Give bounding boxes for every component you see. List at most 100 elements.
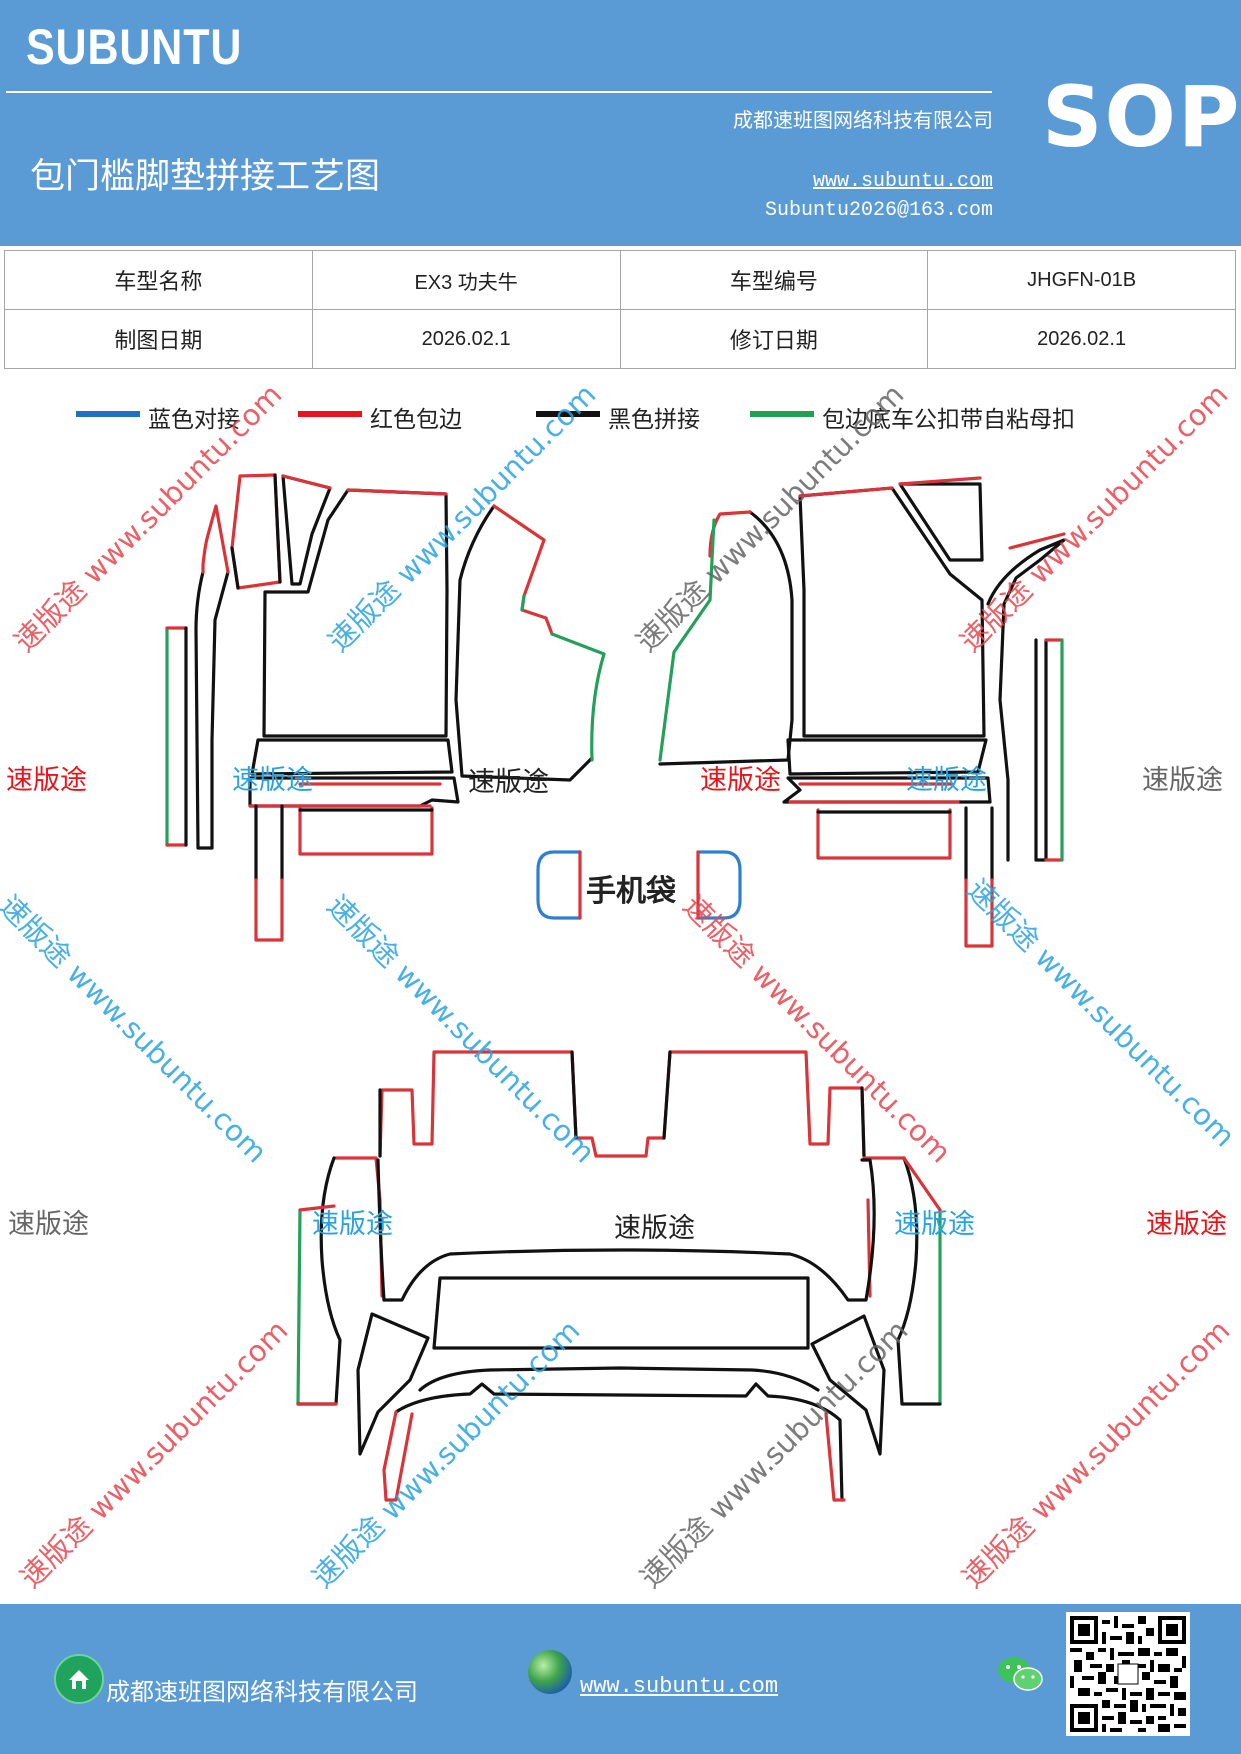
legend-swatch — [298, 411, 362, 417]
right-strip-outline — [1034, 638, 1048, 862]
rear-lower-red-right — [824, 1412, 846, 1502]
right-lower-band — [786, 738, 988, 776]
watermark: 速版途 — [894, 1209, 975, 1240]
right-strip-frame — [1044, 638, 1064, 862]
rear-lower-left-flap — [356, 1312, 430, 1456]
table-row: 车型名称 EX3 功夫牛 车型编号 JHGFN-01B — [4, 250, 1236, 310]
rear-seat-cushion — [432, 1276, 810, 1350]
left-side-panel-red — [492, 504, 554, 636]
legend-label: 黑色拼接 — [608, 407, 700, 433]
wechat-icon[interactable] — [996, 1654, 1044, 1694]
left-side-panel-green — [550, 632, 606, 762]
home-icon — [54, 1654, 104, 1704]
diagram-label-top: 速版途 — [468, 767, 549, 798]
header-divider — [6, 91, 992, 93]
footer-website-link[interactable]: www.subuntu.com — [580, 1674, 779, 1699]
rear-right-side-black — [896, 1156, 942, 1406]
watermark: 速版途 — [6, 765, 87, 796]
model-name-label: 车型名称 — [4, 250, 313, 310]
right-post-red — [964, 878, 994, 948]
rear-lower-right-flap — [810, 1314, 886, 1456]
watermark: 速版途 — [8, 1209, 89, 1240]
left-post-red — [254, 878, 284, 942]
rear-center-mat — [382, 1158, 876, 1302]
watermark: 速版途 — [700, 765, 781, 796]
model-code-label: 车型编号 — [619, 250, 929, 310]
legend-swatch — [750, 411, 814, 417]
revision-date-value: 2026.02.1 — [927, 309, 1236, 369]
watermark: 速版途 — [312, 1209, 393, 1240]
right-sill-red — [1008, 532, 1066, 550]
rear-inner-band — [376, 1158, 386, 1302]
draw-date-label: 制图日期 — [4, 309, 313, 369]
rear-top-tabs-black — [378, 1050, 866, 1158]
right-top-panel — [898, 482, 984, 562]
pocket-right-bracket — [696, 850, 742, 920]
model-name-value: EX3 功夫牛 — [311, 250, 621, 310]
watermark: 速版途 — [1146, 1209, 1227, 1240]
left-front-panel — [230, 473, 282, 590]
rear-lower-red-left — [382, 1410, 414, 1502]
right-side-panel-green — [658, 518, 716, 762]
left-front-panel-inner — [230, 473, 282, 590]
left-front-panel-black — [281, 474, 332, 586]
qr-code — [1066, 1612, 1190, 1736]
watermark: 速版途 — [232, 765, 313, 796]
rear-left-side-red-2 — [296, 1204, 338, 1406]
left-lower-band-red — [248, 782, 442, 808]
page-title: 包门槛脚垫拼接工艺图 — [30, 157, 381, 197]
draw-date-value: 2026.02.1 — [311, 309, 621, 369]
rear-lower-tunnel — [418, 1366, 820, 1392]
watermark: 速版途 — [906, 765, 987, 796]
left-lower-band — [250, 738, 454, 776]
right-top-panel-red — [898, 476, 982, 486]
globe-icon — [528, 1650, 572, 1694]
right-lower-band-red — [788, 782, 960, 804]
left-sill-red — [201, 504, 230, 574]
rear-top-tabs-red — [378, 1050, 866, 1158]
model-code-value: JHGFN-01B — [927, 250, 1236, 310]
sop-badge: SOP — [1042, 68, 1241, 166]
rear-right-side-red-2 — [902, 1156, 942, 1212]
legend-label: 包边底车公扣带自粘母扣 — [822, 407, 1075, 433]
footer-company: 成都速班图网络科技有限公司 — [106, 1678, 418, 1706]
right-bottom-box — [816, 808, 952, 860]
right-side-panel — [658, 510, 794, 766]
legend-label: 蓝色对接 — [148, 407, 240, 433]
left-strip-frame — [165, 626, 188, 847]
right-main-mat — [798, 486, 986, 738]
info-table: 车型名称 EX3 功夫牛 车型编号 JHGFN-01B 制图日期 2026.02… — [4, 250, 1236, 369]
header-banner: SUBUNTU 成都速班图网络科技有限公司 包门槛脚垫拼接工艺图 www.sub… — [0, 0, 1241, 246]
watermark: 速版途 — [1142, 765, 1223, 796]
left-main-mat-red — [346, 488, 448, 496]
left-side-panel-green-2 — [520, 594, 526, 612]
pocket-left-bracket — [536, 850, 582, 920]
right-main-mat-red — [798, 486, 894, 498]
rear-mat-group — [296, 1050, 942, 1502]
rear-left-side-black — [296, 1156, 342, 1406]
diagram-label-bottom: 速版途 — [614, 1213, 695, 1244]
left-sill-outline — [194, 570, 230, 850]
legend-swatch — [76, 411, 140, 417]
right-sill — [986, 538, 1066, 862]
brand-logo: SUBUNTU — [26, 19, 243, 75]
legend: 蓝色对接 红色包边 黑色拼接 包边底车公扣带自粘母扣 — [0, 400, 1241, 440]
phone-pocket-label: 手机袋 — [586, 874, 676, 909]
website-link[interactable]: www.subuntu.com — [812, 170, 993, 193]
legend-label: 红色包边 — [370, 407, 462, 433]
footer-banner: 成都速班图网络科技有限公司 www.subuntu.com — [0, 1604, 1241, 1754]
company-name: 成都速班图网络科技有限公司 — [733, 108, 993, 132]
right-post — [964, 806, 994, 882]
email-address: Subuntu2026@163.com — [764, 199, 993, 222]
table-row: 制图日期 2026.02.1 修订日期 2026.02.1 — [4, 309, 1236, 369]
rear-lower-tunnel-2 — [394, 1382, 844, 1502]
right-mat-group — [658, 476, 1066, 948]
revision-date-label: 修订日期 — [619, 309, 929, 369]
left-side-panel — [454, 504, 594, 782]
phone-pocket — [536, 850, 742, 920]
left-mat-group — [165, 473, 606, 942]
legend-swatch — [536, 411, 600, 417]
left-bottom-box — [298, 806, 434, 856]
left-front-panel-red — [281, 474, 332, 490]
